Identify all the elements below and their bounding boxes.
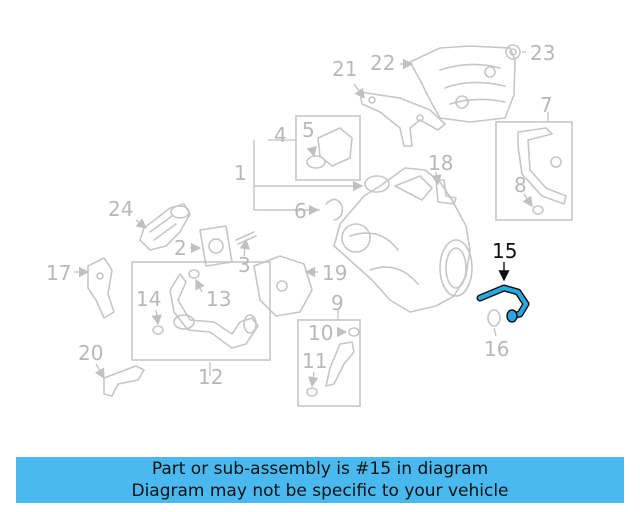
callout-20: 20 — [78, 341, 103, 365]
part-8-washer — [532, 205, 544, 215]
part-23-nut — [505, 44, 521, 60]
callout-8: 8 — [514, 173, 527, 197]
part-12-oil-line — [169, 273, 259, 349]
part-15-pipe — [476, 284, 530, 323]
part-24-hose — [139, 203, 191, 251]
callout-13: 13 — [206, 287, 231, 311]
callout-19: 19 — [322, 261, 347, 285]
callout-3: 3 — [238, 253, 251, 277]
part-9-pipe — [325, 341, 355, 387]
part-18-bracket — [435, 179, 457, 205]
callout-14: 14 — [136, 287, 161, 311]
part-17-bracket — [87, 257, 115, 319]
part-6-clamp — [325, 198, 344, 221]
callout-24: 24 — [108, 197, 133, 221]
callout-4: 4 — [274, 123, 287, 147]
bracket-1 — [253, 139, 360, 211]
group-box-4 — [295, 115, 361, 181]
part-13-washer — [188, 269, 200, 279]
callout-22: 22 — [370, 51, 395, 75]
callout-11: 11 — [302, 349, 327, 373]
part-20-bracket — [103, 365, 145, 397]
turbocharger — [333, 167, 473, 313]
callout-9: 9 — [331, 291, 344, 315]
info-banner: Part or sub-assembly is #15 in diagram D… — [16, 457, 624, 503]
part-22-heat-shield — [409, 45, 516, 123]
callout-1: 1 — [234, 161, 247, 185]
banner-line-disclaimer: Diagram may not be specific to your vehi… — [131, 481, 509, 501]
callout-12: 12 — [198, 365, 223, 389]
group-box-9 — [297, 319, 361, 407]
callout-10: 10 — [308, 321, 333, 345]
callout-15: 15 — [492, 239, 517, 263]
callout-23: 23 — [530, 41, 555, 65]
group-box-7 — [495, 121, 573, 221]
part-21-gasket — [359, 91, 446, 147]
parts-diagram: 1 2 3 4 5 6 7 8 9 10 11 12 13 14 15 16 1… — [46, 41, 573, 407]
callout-5: 5 — [302, 118, 315, 142]
callout-21: 21 — [332, 57, 357, 81]
part-14-washer — [152, 325, 164, 335]
part-7-pipe — [517, 127, 567, 205]
callout-18: 18 — [428, 151, 453, 175]
callout-6: 6 — [294, 199, 307, 223]
callout-16: 16 — [484, 337, 509, 361]
leader-lines — [74, 51, 549, 388]
banner-line-part-number: Part or sub-assembly is #15 in diagram — [151, 459, 489, 479]
part-11-washer — [306, 387, 318, 397]
part-2-gasket — [199, 225, 233, 267]
callout-7: 7 — [540, 93, 553, 117]
callout-2: 2 — [174, 236, 187, 260]
callout-labels: 1 2 3 4 5 6 7 8 9 10 11 12 13 14 15 16 1… — [46, 41, 555, 389]
callout-17: 17 — [46, 261, 71, 285]
part-16-washer — [487, 309, 501, 327]
part-19-heat-shield — [253, 255, 313, 317]
part-10-washer — [348, 327, 360, 337]
